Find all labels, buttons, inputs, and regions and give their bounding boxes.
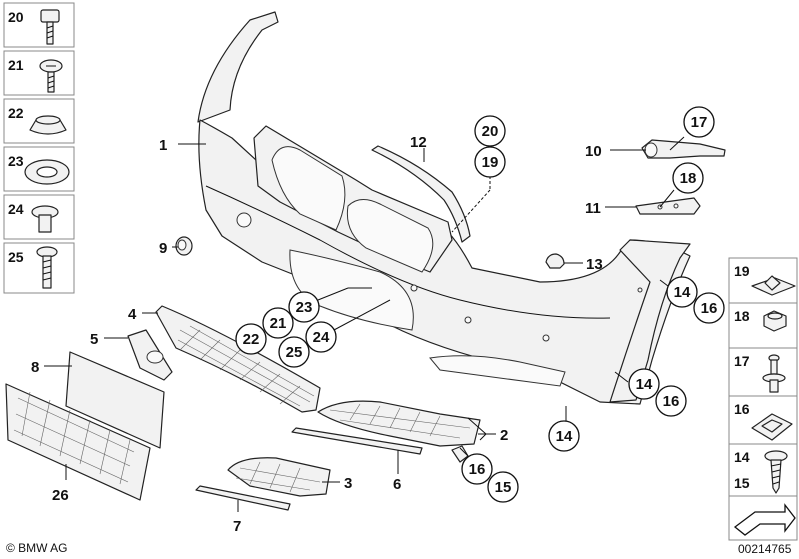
left-label-24: 24 — [8, 201, 24, 217]
svg-text:25: 25 — [286, 344, 303, 361]
lower-grille — [155, 305, 321, 413]
callout-1: 1 — [159, 137, 167, 154]
trim-strip-7 — [195, 485, 291, 511]
svg-text:14: 14 — [636, 376, 653, 393]
callout-13: 13 — [586, 256, 603, 273]
circle-callout-19: 19 — [474, 146, 506, 178]
circle-callout-23: 23 — [288, 291, 320, 323]
left-label-20: 20 — [8, 9, 24, 25]
spring-clip-icon — [751, 413, 793, 441]
svg-text:17: 17 — [691, 114, 708, 131]
svg-text:16: 16 — [663, 393, 680, 410]
trim-strip-6 — [291, 427, 423, 455]
expanding-rivet-icon — [31, 205, 59, 233]
arrow-direction-icon — [733, 503, 796, 536]
circle-callout-17: 17 — [683, 106, 715, 138]
callout-7: 7 — [233, 518, 241, 535]
right-hardware-column: 19 18 17 16 14 15 — [728, 257, 798, 541]
screw-hex-head-icon — [40, 9, 60, 45]
callout-12: 12 — [410, 134, 427, 151]
circled-callouts: 20 19 17 18 14 16 14 16 14 16 15 23 21 2… — [235, 106, 725, 503]
plastic-nut-icon — [763, 310, 787, 332]
left-label-21: 21 — [8, 57, 24, 73]
right-label-19: 19 — [734, 263, 750, 279]
screw-pan-head-icon — [39, 59, 63, 93]
left-box-21 — [3, 50, 75, 96]
callout-10: 10 — [585, 143, 602, 160]
bracket-5 — [127, 329, 173, 381]
circle-callout-21: 21 — [262, 307, 294, 339]
bolt-icon — [36, 246, 58, 289]
svg-text:15: 15 — [495, 479, 512, 496]
right-label-14: 14 — [734, 449, 750, 465]
svg-text:23: 23 — [296, 299, 313, 316]
circle-callout-18: 18 — [672, 162, 704, 194]
tow-hook-cap — [175, 236, 193, 256]
circle-callout-14-b: 14 — [628, 368, 660, 400]
callout-8: 8 — [31, 359, 39, 376]
copyright-text: © BMW AG — [6, 541, 68, 555]
right-label-16: 16 — [734, 401, 750, 417]
bracket-10 — [641, 139, 726, 159]
washer-ring-icon — [24, 159, 70, 185]
left-label-25: 25 — [8, 249, 24, 265]
bumper-cover — [197, 11, 691, 405]
circle-callout-20: 20 — [474, 115, 506, 147]
right-box-19 — [728, 257, 798, 304]
circle-callout-14-c: 14 — [548, 420, 580, 452]
svg-text:18: 18 — [680, 170, 697, 187]
fog-grille-right — [317, 400, 481, 447]
fog-grille-left — [227, 457, 331, 497]
leader-lines — [44, 136, 685, 512]
spreader-rivet-icon — [762, 354, 786, 393]
svg-text:19: 19 — [482, 154, 499, 171]
trim-strip-12 — [371, 145, 471, 243]
right-box-17 — [728, 347, 798, 397]
callout-11: 11 — [585, 200, 601, 217]
license-plate-carrier — [5, 383, 151, 501]
circle-callout-22: 22 — [235, 323, 267, 355]
grommet-cap-icon — [29, 115, 67, 135]
svg-text:16: 16 — [469, 461, 486, 478]
svg-text:14: 14 — [674, 284, 691, 301]
left-box-20 — [3, 2, 75, 48]
callout-6: 6 — [393, 476, 401, 493]
callout-3: 3 — [344, 475, 352, 492]
svg-text:14: 14 — [556, 428, 573, 445]
callout-5: 5 — [90, 331, 98, 348]
left-hardware-column: 20 21 22 23 24 25 — [3, 2, 75, 294]
svg-text:24: 24 — [313, 329, 330, 346]
clip-nut-icon — [751, 275, 796, 296]
right-label-15: 15 — [734, 475, 750, 491]
right-label-17: 17 — [734, 353, 750, 369]
callout-numbers: 1 2 3 4 5 6 7 8 9 10 11 12 13 26 — [31, 134, 603, 535]
callout-2: 2 — [500, 427, 508, 444]
callout-26: 26 — [52, 487, 69, 504]
tapping-screw-icon — [764, 450, 788, 494]
svg-text:21: 21 — [270, 315, 287, 332]
left-label-23: 23 — [8, 153, 24, 169]
circle-callout-15: 15 — [487, 471, 519, 503]
callout-9: 9 — [159, 240, 167, 257]
grille-carrier — [253, 125, 453, 273]
svg-text:20: 20 — [482, 123, 499, 140]
circle-callout-14-a: 14 — [666, 276, 698, 308]
right-label-18: 18 — [734, 308, 750, 324]
circle-callout-24: 24 — [305, 321, 337, 353]
circle-callout-16-c: 16 — [461, 453, 493, 485]
circle-callout-25: 25 — [278, 336, 310, 368]
bracket-11 — [635, 197, 701, 215]
license-plate-base — [65, 351, 165, 449]
clip-13 — [545, 253, 565, 269]
right-box-14-15 — [728, 443, 798, 497]
svg-text:16: 16 — [701, 300, 718, 317]
left-label-22: 22 — [8, 105, 24, 121]
svg-text:22: 22 — [243, 331, 260, 348]
circle-callout-16-a: 16 — [693, 292, 725, 324]
callout-4: 4 — [128, 306, 137, 323]
diagram-id: 00214765 — [738, 542, 792, 556]
circle-callout-16-b: 16 — [655, 385, 687, 417]
